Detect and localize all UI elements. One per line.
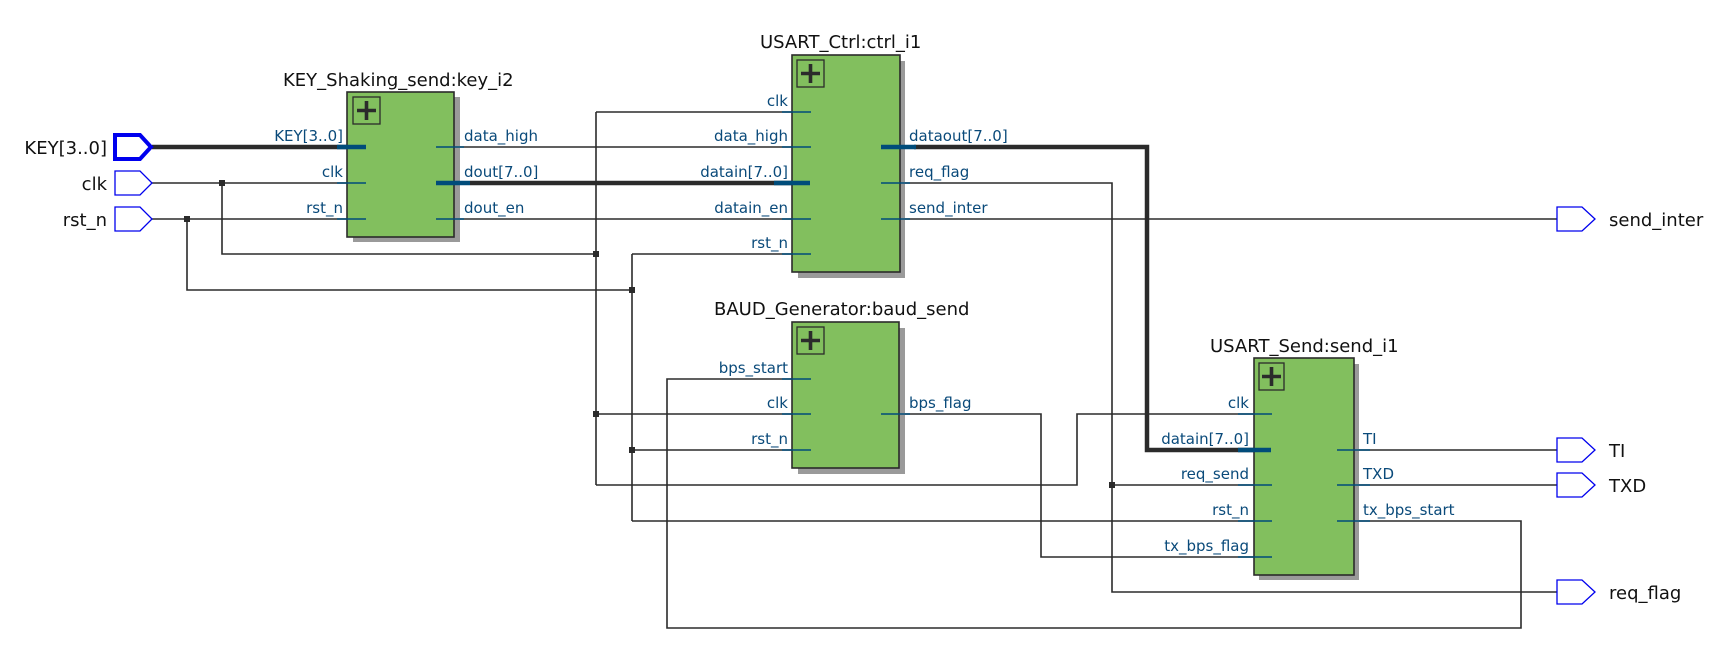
pin-label: bps_start: [719, 359, 788, 378]
input-port-rst-n[interactable]: rst_n: [63, 206, 153, 232]
wire-dataout-bus[interactable]: [914, 144, 1272, 453]
input-port-key-shape[interactable]: [113, 133, 154, 161]
output-port-send-inter[interactable]: send_inter: [1556, 206, 1704, 232]
block-body[interactable]: [791, 54, 901, 273]
pin-label: TI: [1362, 430, 1377, 448]
pin-label: bps_flag: [909, 394, 972, 413]
pin-label: req_flag: [909, 163, 969, 182]
output-port-txd[interactable]: TXD: [1556, 472, 1646, 498]
input-port-clk[interactable]: clk: [82, 170, 153, 196]
junction-dot: [184, 216, 190, 222]
block-usart-send[interactable]: USART_Send:send_i1 clk datain[7..0] req_…: [1161, 336, 1455, 580]
pin-label: data_high: [464, 127, 538, 146]
junction-dot: [593, 411, 599, 417]
output-port-ti-label: TI: [1608, 441, 1625, 462]
junctions: [184, 180, 1115, 488]
block-title: USART_Ctrl:ctrl_i1: [760, 32, 921, 53]
plus-icon[interactable]: [796, 326, 825, 355]
pin-label: data_high: [714, 127, 788, 146]
plus-icon[interactable]: [352, 96, 381, 125]
block-baud-generator[interactable]: BAUD_Generator:baud_send bps_start clk r…: [714, 299, 972, 474]
output-port-ti[interactable]: TI: [1556, 437, 1625, 463]
wire-tx-bps-start[interactable]: [666, 378, 1522, 629]
plus-icon[interactable]: [1258, 362, 1285, 391]
block-key-shaking-send[interactable]: KEY_Shaking_send:key_i2 KEY[3..0] clk rs…: [274, 70, 538, 242]
output-port-txd-label: TXD: [1608, 476, 1646, 497]
pin-label: KEY[3..0]: [274, 127, 343, 145]
junction-dot: [1109, 482, 1115, 488]
block-body[interactable]: [1253, 357, 1355, 576]
pin-label: tx_bps_flag: [1164, 537, 1249, 556]
output-port-req-flag-shape[interactable]: [1556, 579, 1596, 605]
output-port-req-flag[interactable]: req_flag: [1556, 579, 1681, 605]
wires: [152, 111, 1557, 629]
input-port-clk-shape[interactable]: [114, 170, 153, 196]
pin-label: datain[7..0]: [1161, 430, 1249, 448]
pin-label: dataout[7..0]: [909, 127, 1008, 145]
input-port-rst-n-label: rst_n: [63, 210, 107, 231]
junction-dot: [629, 287, 635, 293]
pin-label: req_send: [1181, 465, 1249, 484]
input-port-clk-label: clk: [82, 174, 108, 195]
output-port-send-inter-shape[interactable]: [1556, 206, 1596, 232]
wire-rst-branch[interactable]: [186, 219, 632, 291]
pin-label: TXD: [1362, 465, 1394, 483]
input-port-key-label: KEY[3..0]: [24, 138, 107, 159]
pin-label: tx_bps_start: [1363, 501, 1455, 520]
input-port-key[interactable]: KEY[3..0]: [24, 133, 154, 161]
pin-label: rst_n: [1212, 501, 1249, 520]
wire-bps-flag[interactable]: [882, 413, 1272, 558]
wire-clk-branch[interactable]: [221, 183, 596, 255]
junction-dot: [593, 251, 599, 257]
pin-label: send_inter: [909, 199, 988, 218]
pin-label: clk: [322, 163, 343, 181]
block-title: BAUD_Generator:baud_send: [714, 299, 969, 320]
block-usart-ctrl[interactable]: USART_Ctrl:ctrl_i1 clk data_high datain[…: [700, 32, 1008, 278]
block-title: KEY_Shaking_send:key_i2: [283, 70, 514, 91]
pin-label: rst_n: [751, 430, 788, 449]
output-port-send-inter-label: send_inter: [1609, 210, 1704, 231]
input-port-rst-n-shape[interactable]: [114, 206, 153, 232]
junction-dot: [219, 180, 225, 186]
pin-label: dout_en: [464, 199, 524, 218]
wire-clk-to-send[interactable]: [596, 413, 1272, 486]
block-title: USART_Send:send_i1: [1210, 336, 1399, 357]
pin-label: clk: [767, 394, 788, 412]
output-port-txd-shape[interactable]: [1556, 472, 1596, 498]
pin-label: datain_en: [714, 199, 788, 218]
pin-label: clk: [1228, 394, 1249, 412]
pin-label: datain[7..0]: [700, 163, 788, 181]
junction-dot: [629, 447, 635, 453]
plus-icon[interactable]: [796, 59, 825, 88]
pin-label: clk: [767, 92, 788, 110]
pin-label: dout[7..0]: [464, 163, 538, 181]
pin-label: rst_n: [751, 234, 788, 253]
output-port-ti-shape[interactable]: [1556, 437, 1596, 463]
output-port-req-flag-label: req_flag: [1609, 583, 1681, 604]
pin-label: rst_n: [306, 199, 343, 218]
wire-req-flag[interactable]: [882, 182, 1557, 593]
